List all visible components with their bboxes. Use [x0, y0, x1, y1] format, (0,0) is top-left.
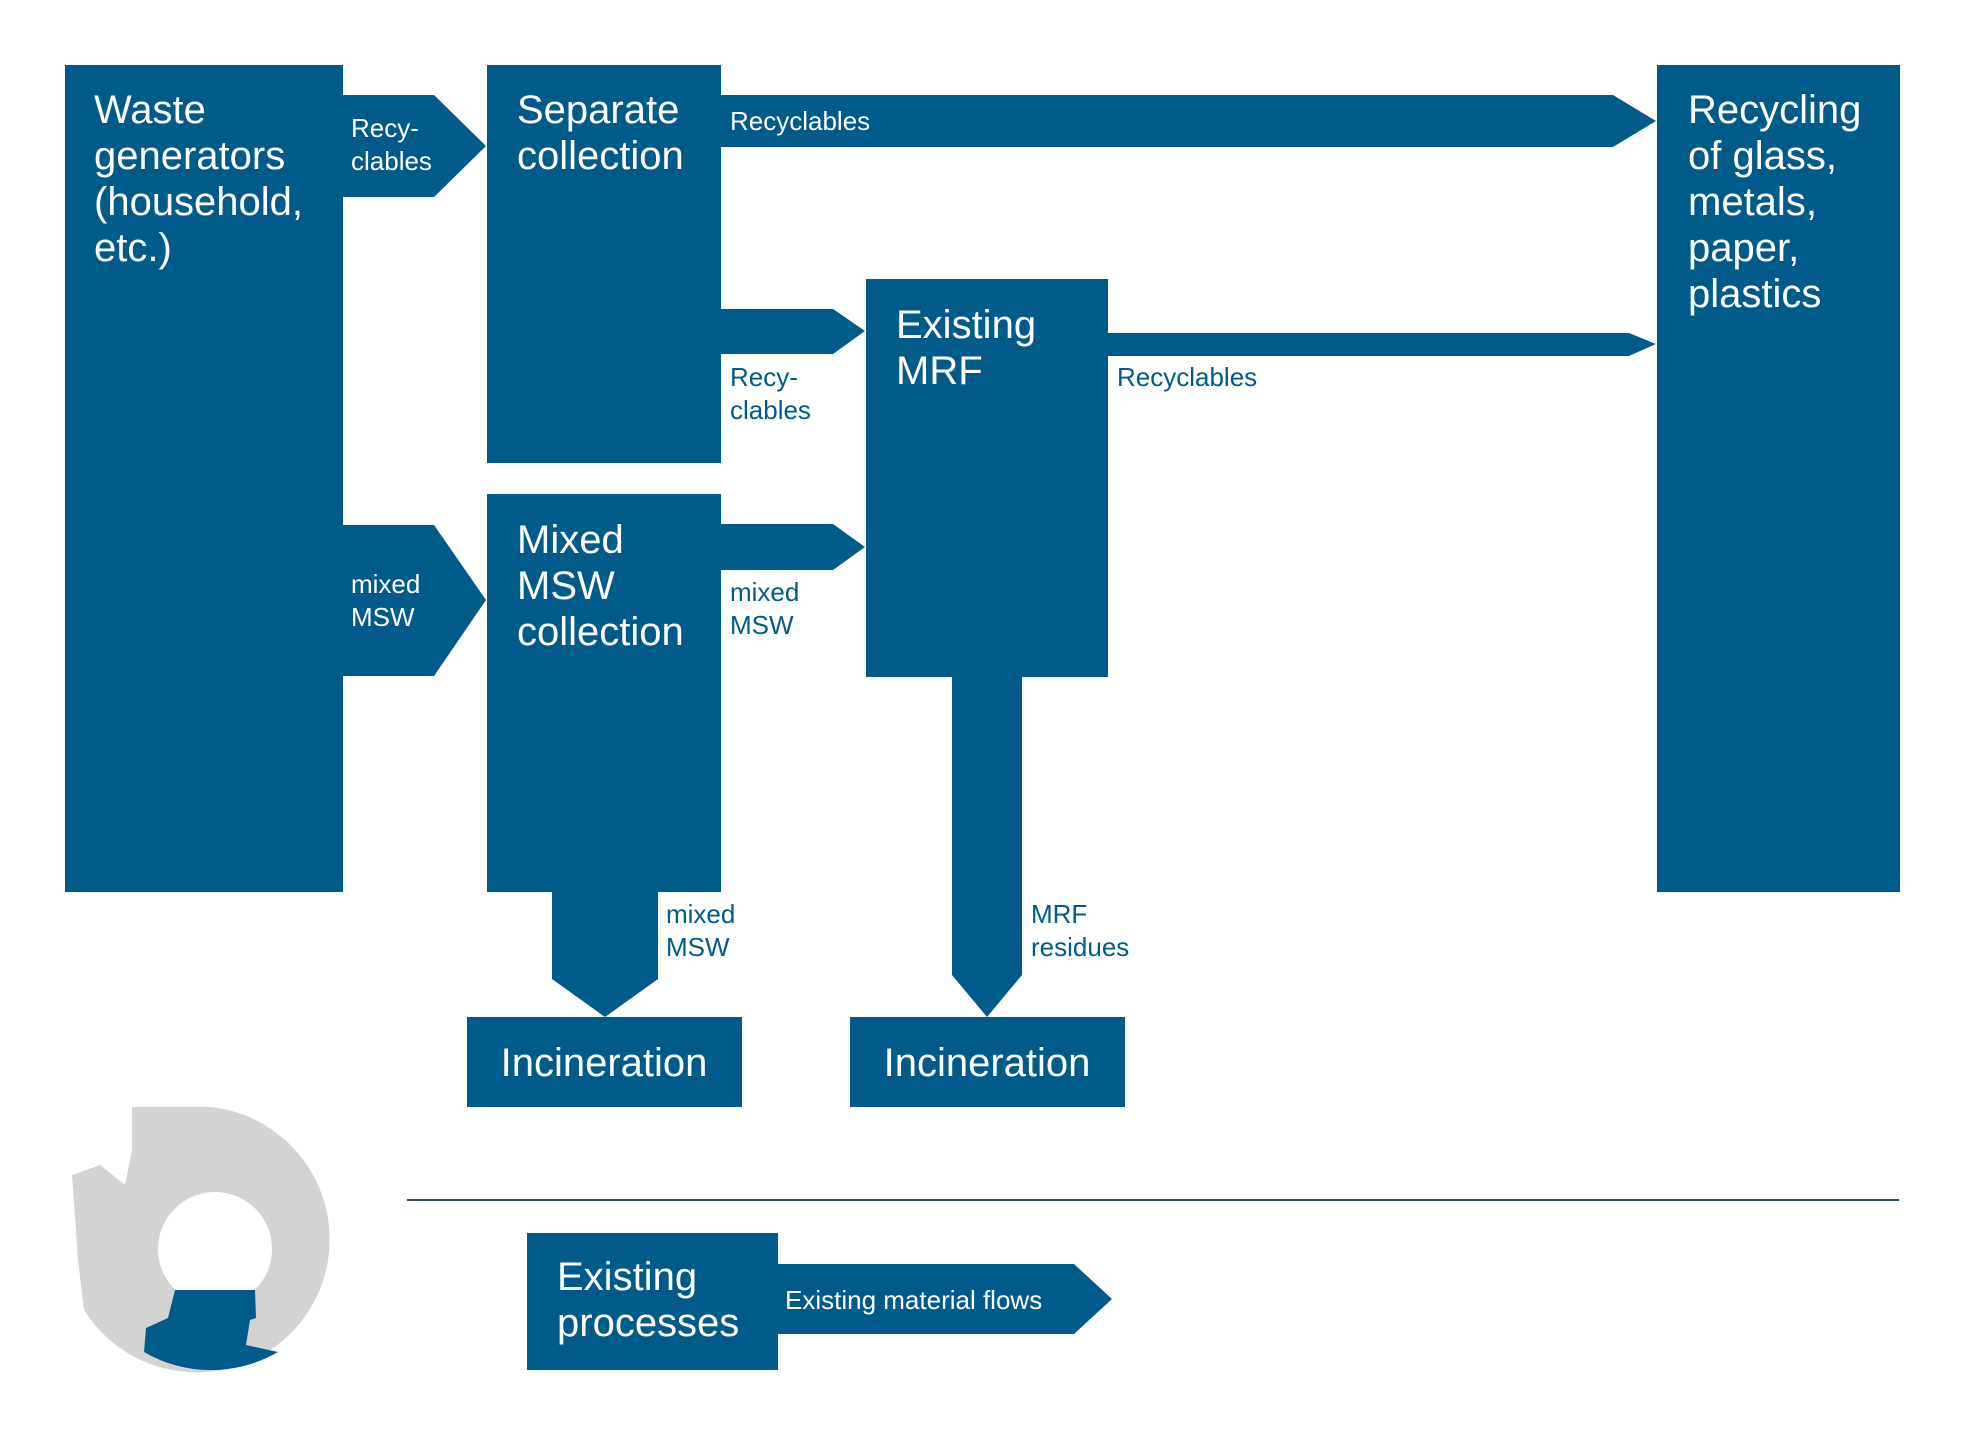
- text-line: MSW: [517, 564, 615, 608]
- text-line: clables: [730, 395, 811, 425]
- text-line: Incineration: [501, 1041, 708, 1085]
- text-line: MSW: [730, 610, 794, 640]
- text-line: Recy-: [351, 113, 419, 143]
- text-line: Recy-: [730, 362, 798, 392]
- label-incineration-1: Incineration: [501, 1041, 708, 1085]
- flow-label-separate-to-mrf: Recy-clables: [730, 362, 811, 425]
- text-line: of glass,: [1688, 134, 1837, 178]
- flow-arrow-mrf-to-recycling: [1106, 333, 1656, 356]
- process-waste-generators: [65, 65, 343, 892]
- text-line: plastics: [1688, 272, 1821, 316]
- flow-arrow-gen-to-separate: [338, 95, 486, 197]
- text-line: residues: [1031, 932, 1129, 962]
- process-recycling: [1657, 65, 1900, 892]
- text-line: MRF: [896, 349, 983, 393]
- text-line: Separate: [517, 88, 679, 132]
- flow-arrow-separate-to-mrf: [720, 309, 865, 354]
- flow-arrow-gen-to-mixed: [338, 525, 486, 676]
- text-line: MSW: [351, 602, 415, 632]
- text-line: mixed: [351, 569, 420, 599]
- legend-process-box: [527, 1233, 778, 1370]
- text-line: metals,: [1688, 180, 1817, 224]
- flow-label-gen-to-separate: Recy-clables: [351, 113, 432, 176]
- text-line: (household,: [94, 180, 303, 224]
- process-existing-mrf: [866, 279, 1108, 677]
- text-line: Existing: [557, 1255, 697, 1299]
- flow-label-mrf-to-recycling: Recyclables: [1117, 362, 1257, 392]
- text-line: paper,: [1688, 226, 1799, 270]
- legend-divider: [407, 1199, 1899, 1201]
- text-line: mixed: [730, 577, 799, 607]
- text-line: Waste: [94, 88, 206, 132]
- text-line: Incineration: [884, 1041, 1091, 1085]
- text-line: collection: [517, 610, 684, 654]
- text-line: Recyclables: [1117, 362, 1257, 392]
- text-line: MSW: [666, 932, 730, 962]
- logo-figure: [144, 1290, 278, 1371]
- process-mixed-msw-collection: [487, 494, 721, 892]
- process-incineration-2: [850, 1017, 1125, 1107]
- text-line: Recyclables: [730, 106, 870, 136]
- flow-label-separate-to-recycling: Recyclables: [730, 106, 870, 136]
- text-line: processes: [557, 1301, 739, 1345]
- text-line: Existing: [896, 303, 1036, 347]
- text-line: Recycling: [1688, 88, 1861, 132]
- logo-ring: [72, 1107, 330, 1373]
- text-line: mixed: [666, 899, 735, 929]
- flow-arrow-mixed-to-mrf: [720, 524, 865, 570]
- text-line: generators: [94, 134, 285, 178]
- text-line: Mixed: [517, 518, 624, 562]
- process-separate-collection: [487, 65, 721, 463]
- text-line: clables: [351, 146, 432, 176]
- text-line: collection: [517, 134, 684, 178]
- flow-arrow-mrf-to-incineration: [952, 676, 1022, 1017]
- logo: [72, 1107, 330, 1373]
- process-incineration-1: [467, 1017, 742, 1107]
- flow-arrow-separate-to-recycling: [720, 95, 1656, 147]
- text-line: etc.): [94, 226, 172, 270]
- text-line: MRF: [1031, 899, 1087, 929]
- label-incineration-2: Incineration: [884, 1041, 1091, 1085]
- text-line: Existing material flows: [785, 1285, 1042, 1315]
- flow-arrow-mixed-to-incineration: [552, 890, 658, 1017]
- legend-flow-label: Existing material flows: [785, 1285, 1042, 1315]
- legend-flow-arrow: [776, 1264, 1112, 1334]
